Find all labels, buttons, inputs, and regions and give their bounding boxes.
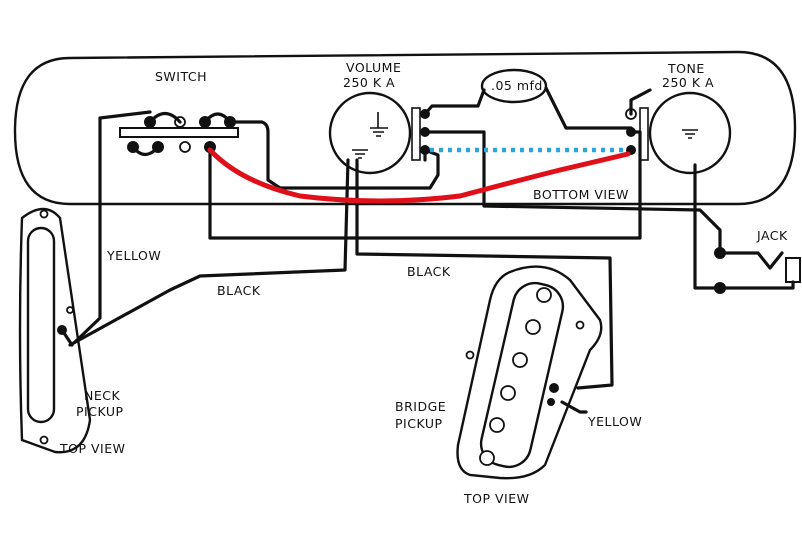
- output-jack: [714, 247, 801, 294]
- bridge-pickup-base: [456, 265, 603, 480]
- jack-label: JACK: [756, 228, 788, 243]
- black-wires: [68, 86, 722, 390]
- bridge-top-view-label: TOP VIEW: [463, 491, 529, 506]
- control-plate: [13, 50, 797, 206]
- yellow-bridge-label: YELLOW: [587, 414, 642, 429]
- volume-lug-bar: [411, 107, 421, 161]
- neck-pickup-label-line1: NECK: [84, 388, 120, 403]
- tone-label: TONE: [667, 61, 705, 76]
- neck-top-view-label: TOP VIEW: [59, 441, 125, 456]
- neck-pickup-cover: [26, 226, 56, 424]
- black-bridge-label: BLACK: [407, 264, 451, 279]
- volume-pot: [328, 91, 430, 175]
- selector-switch: [119, 111, 239, 157]
- bridge-pickup-label-line2: PICKUP: [395, 416, 443, 431]
- bridge-yellow-lead: [560, 400, 588, 414]
- neck-pickup: [18, 207, 92, 454]
- yellow-neck-label: YELLOW: [106, 248, 161, 263]
- red-wire: [207, 147, 631, 204]
- bottom-view-label: BOTTOM VIEW: [533, 187, 629, 202]
- capacitor-label: .05 mfd: [491, 78, 543, 93]
- black-neck-label: BLACK: [217, 283, 261, 298]
- volume-label: VOLUME: [346, 60, 401, 75]
- jack-sleeve: [785, 257, 801, 283]
- switch-label: SWITCH: [155, 69, 207, 84]
- neck-pickup-label-line2: PICKUP: [76, 404, 124, 419]
- switch-body: [119, 127, 239, 138]
- tone-value-label: 250 K A: [662, 75, 714, 90]
- bridge-pickup: [456, 265, 603, 480]
- capacitor: [480, 68, 548, 104]
- neck-pickup-body: [18, 207, 92, 454]
- bridge-pickup-label-line1: BRIDGE: [395, 399, 446, 414]
- volume-value-label: 250 K A: [343, 75, 395, 90]
